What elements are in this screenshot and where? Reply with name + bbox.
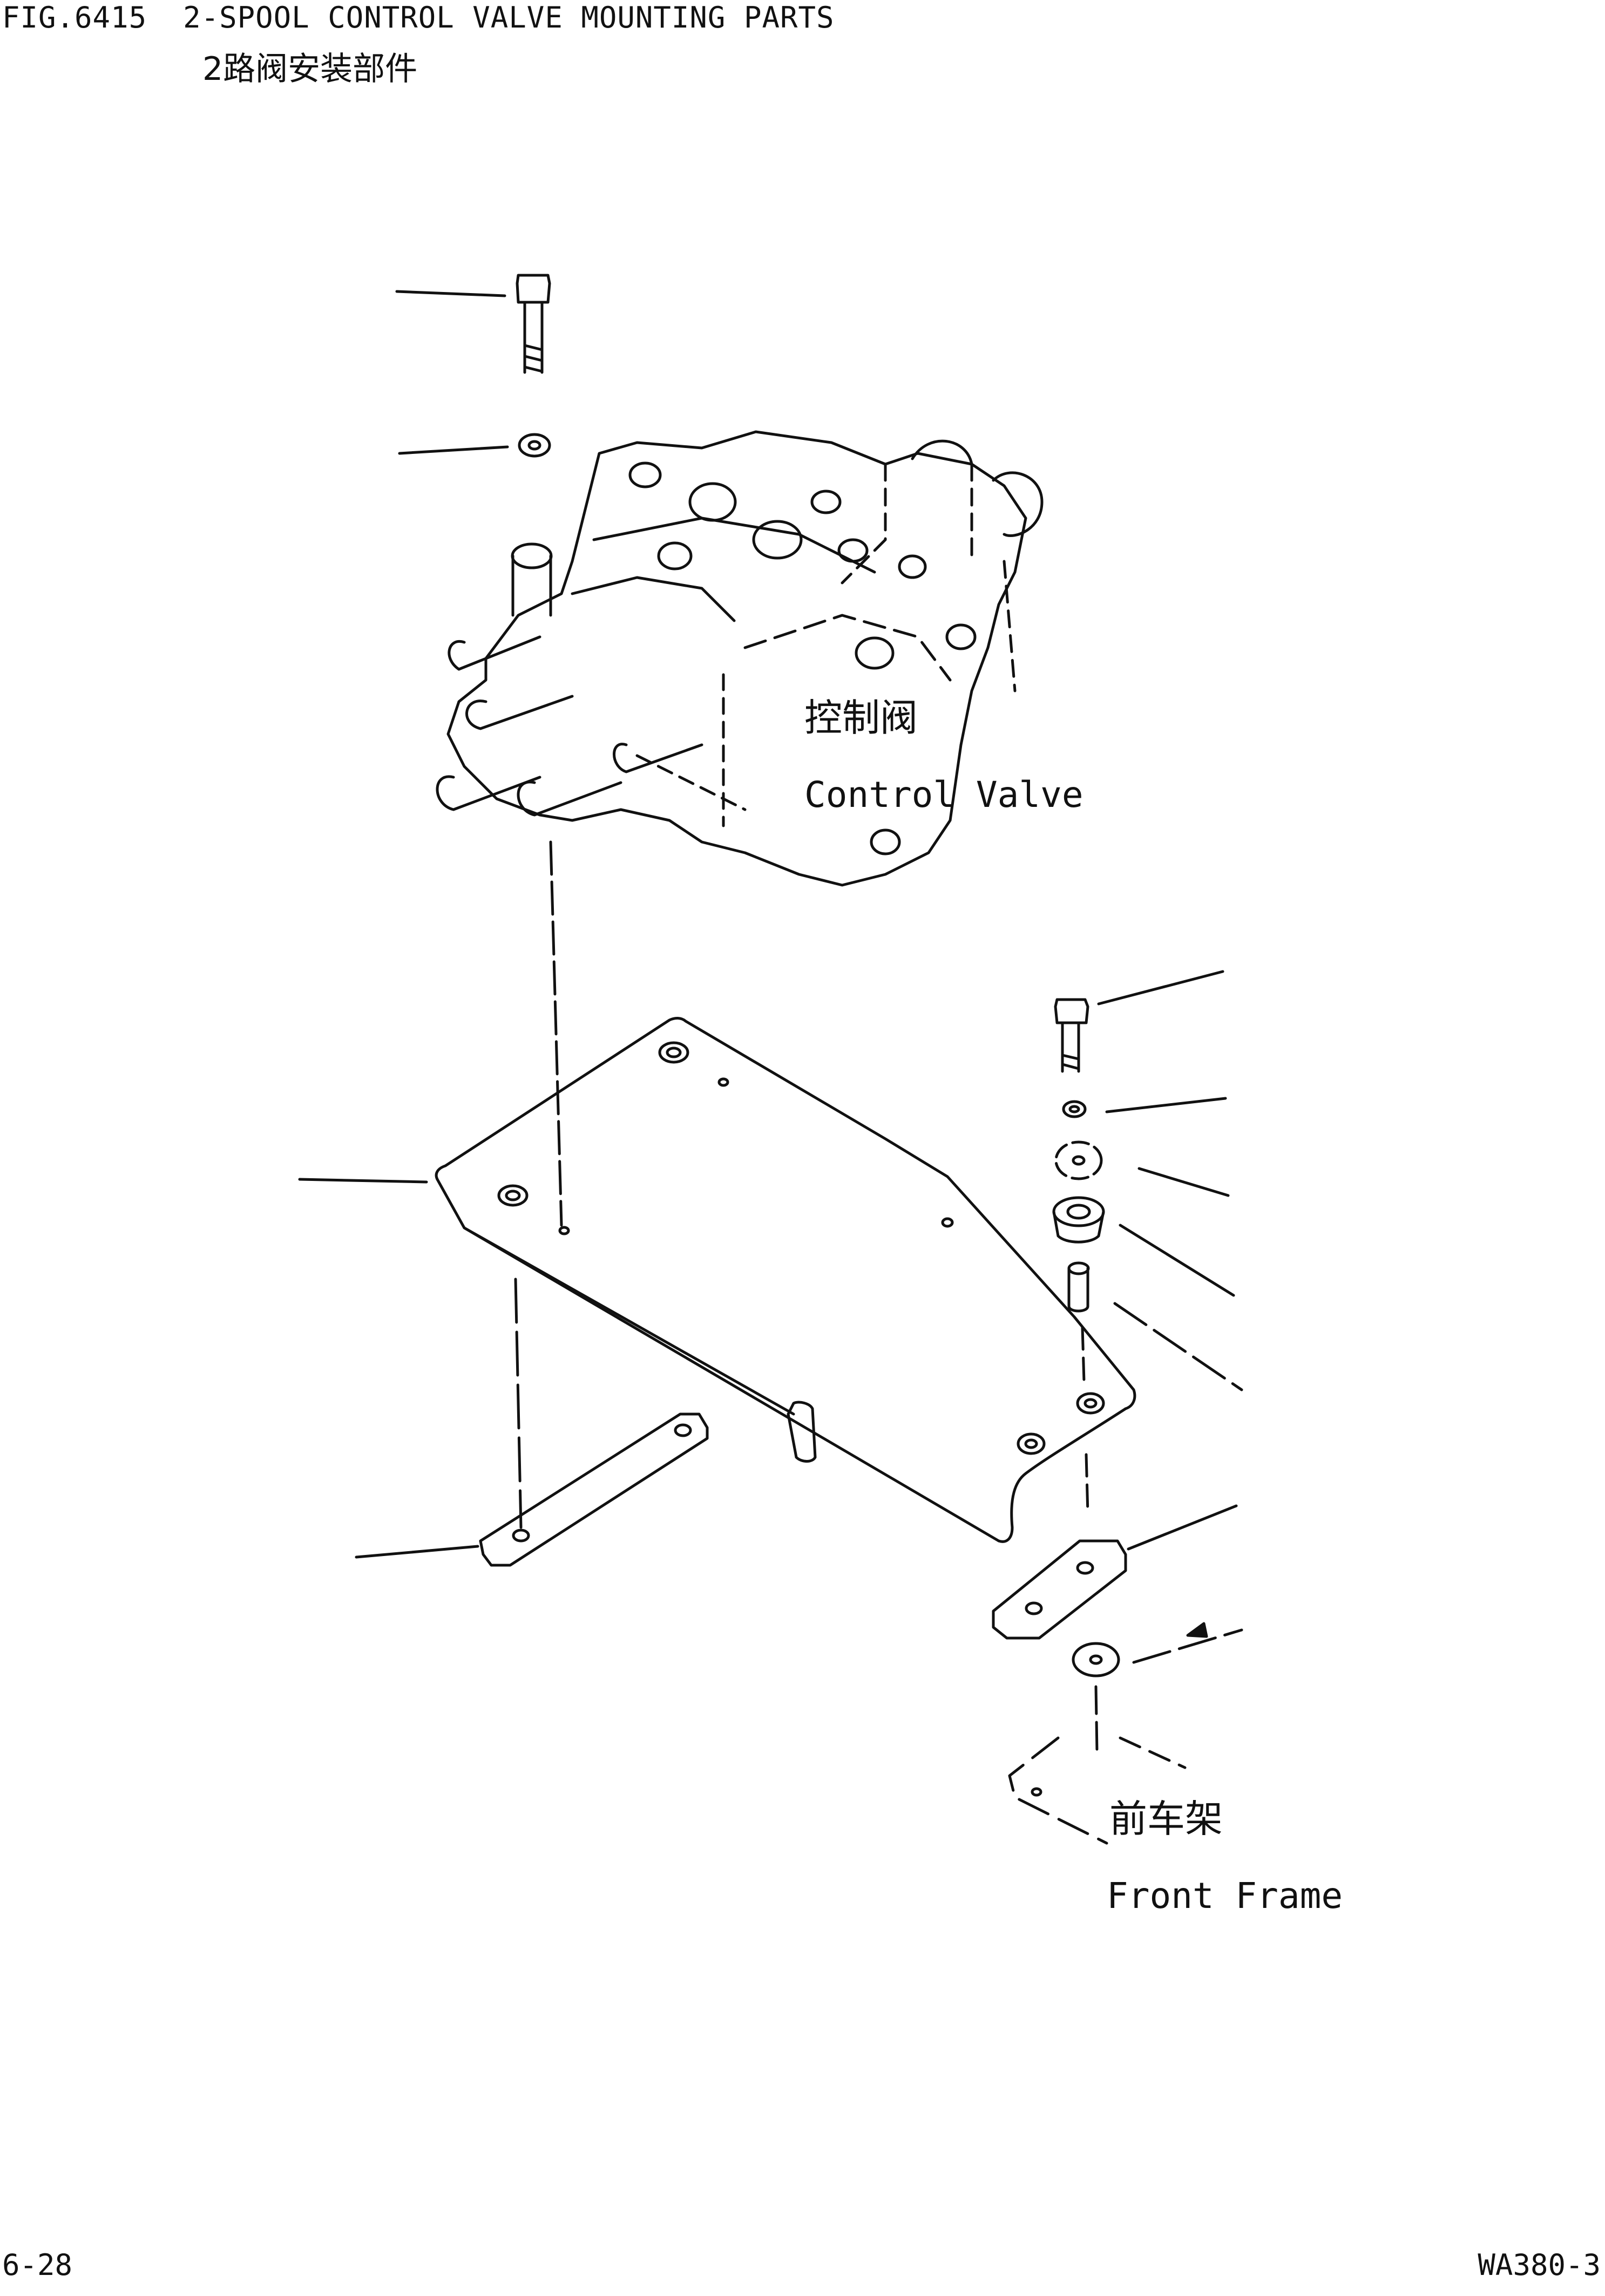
control-valve-body [437,432,1042,885]
front-frame-fragment [1010,1738,1185,1843]
leader-line [1134,1630,1242,1662]
arrow-head [1188,1623,1207,1636]
right-flat-washer [1056,1142,1101,1179]
leader-line [399,447,507,453]
control-valve-label-en: Control Valve [804,774,1083,816]
leader-line [397,291,505,296]
front-frame-label-en: Front Frame [1107,1875,1343,1917]
left-spacer-plate [480,1414,707,1565]
figure-title: FIG.6415 2-SPOOL CONTROL VALVE MOUNTING … [2,1,835,35]
leader-line [1128,1506,1236,1549]
right-mounting-bolt [1055,1000,1088,1071]
leader-line [1099,972,1223,1004]
page-number: 6-28 [2,2248,73,2282]
center-line [516,1279,521,1527]
center-line [551,842,561,1225]
control-valve-label-cn: 控制阀 [804,696,918,740]
right-spring-washer [1064,1102,1085,1117]
valve-mounting-washer [519,434,550,456]
mounting-bracket [436,1018,1135,1541]
rubber-mount [1054,1198,1103,1242]
right-spacer-plate [993,1541,1126,1638]
leader-line [356,1546,478,1557]
model-code: WA380-3 [1478,2248,1601,2282]
center-line [1082,1328,1084,1382]
leader-line [1139,1169,1228,1195]
leader-line [1115,1303,1242,1390]
leader-line [1107,1098,1225,1112]
valve-mounting-bolt [517,275,550,372]
bottom-washer [1073,1643,1119,1676]
center-line [1086,1455,1088,1514]
leader-line [1120,1225,1234,1295]
front-frame-label-cn: 前车架 [1109,1797,1223,1841]
leader-line [300,1179,426,1182]
center-line [1096,1687,1097,1751]
collar-sleeve [1069,1263,1088,1311]
figure-subtitle: 2路阀安装部件 [202,50,418,88]
